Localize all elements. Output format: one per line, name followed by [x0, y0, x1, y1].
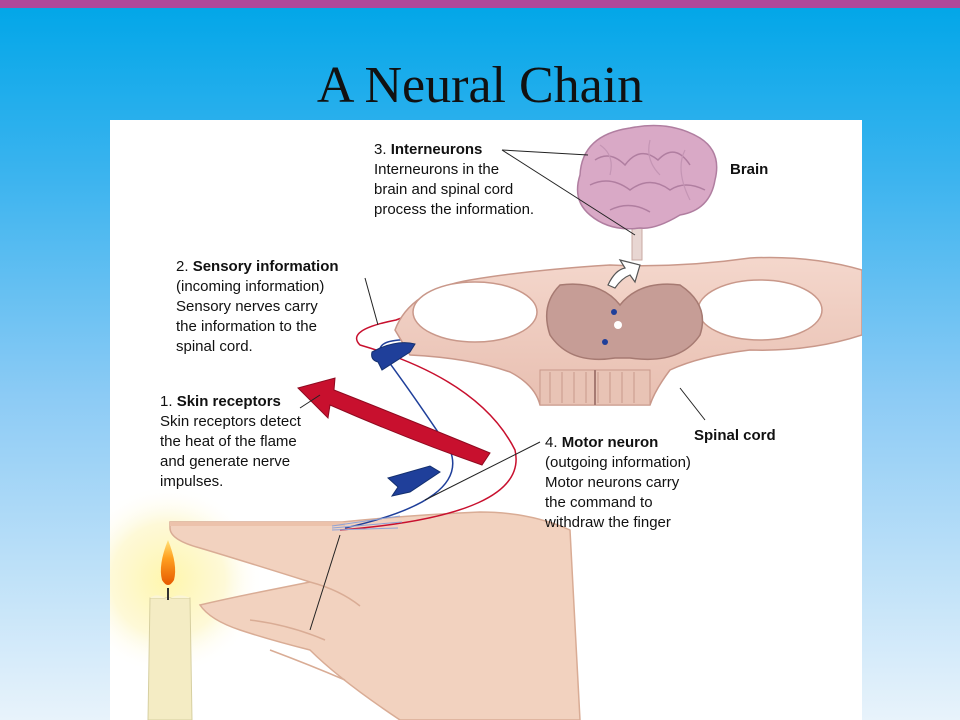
step-4-heading: Motor neuron [561, 434, 659, 451]
neural-chain-illustration [110, 124, 862, 720]
step-3-line: process the information. [374, 201, 535, 218]
step-4-line: withdraw the finger [545, 514, 671, 531]
step-3-heading: Interneurons [390, 141, 483, 158]
step-4-number: 4. [545, 434, 558, 451]
step-4-line: Motor neurons carry [545, 474, 680, 491]
step-2-line: Sensory nerves carry [176, 298, 318, 315]
step-3-line: brain and spinal cord [374, 181, 514, 198]
leader-lines [299, 149, 706, 631]
hand-icon [169, 511, 581, 720]
step-3-line: Interneurons in the [374, 161, 500, 178]
spinal-cord-label: Spinal cord [694, 427, 776, 444]
step-2-number: 2. [176, 258, 189, 275]
step-1-label: 1. Skin receptors Skin receptors detect … [160, 392, 301, 492]
top-accent-bar [0, 0, 960, 8]
step-2-line: spinal cord. [176, 338, 253, 355]
slide-title: A Neural Chain [316, 57, 644, 114]
step-4-line: (outgoing information) [545, 454, 691, 471]
brain-label: Brain [730, 161, 769, 178]
step-2-line: the information to the [176, 318, 317, 335]
step-2-heading: Sensory information [192, 258, 339, 275]
sensory-arrow-icon [297, 377, 491, 466]
spinal-cord-icon [394, 256, 862, 406]
step-2-line: (incoming information) [176, 278, 325, 295]
step-3-number: 3. [374, 141, 387, 158]
flame-icon [160, 540, 176, 585]
step-1-heading: Skin receptors [176, 393, 281, 410]
motor-arrow-icon-lower [386, 465, 441, 497]
ascending-arrow-icon [607, 259, 641, 289]
step-1-number: 1. [160, 393, 173, 410]
brain-icon [576, 124, 718, 261]
step-3-label: 3. Interneurons Interneurons in the brai… [374, 140, 534, 220]
step-1-line: impulses. [160, 473, 224, 490]
step-4-label: 4. Motor neuron (outgoing information) M… [545, 433, 691, 533]
motor-arrow-icon [371, 342, 416, 371]
diagram-panel: 3. Interneurons Interneurons in the brai… [110, 120, 862, 720]
step-4-line: the command to [545, 494, 653, 511]
step-1-line: Skin receptors detect [160, 413, 301, 430]
step-1-line: and generate nerve [160, 453, 291, 470]
step-1-line: the heat of the flame [160, 433, 297, 450]
step-2-label: 2. Sensory information (incoming informa… [176, 257, 339, 357]
